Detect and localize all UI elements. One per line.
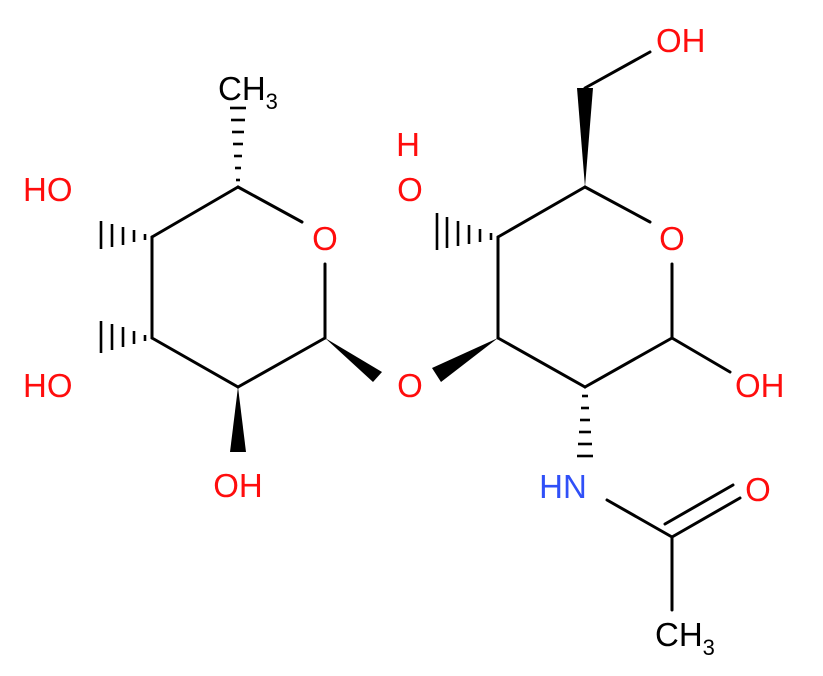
label-amide-nh: HN xyxy=(539,468,587,505)
bond-glc-c6-oh xyxy=(583,50,652,90)
label-hydroxyl-glc-c6: OH xyxy=(656,22,706,59)
label-fucose-ring-oxygen: O xyxy=(312,220,338,257)
label-carbonyl-oxygen: O xyxy=(745,471,771,508)
label-hydroxyl-anomeric: OH xyxy=(735,367,785,404)
hash-bond-fuc-c5-methyl xyxy=(230,106,246,182)
wedge-bond-glc-c3-glycosidic-o xyxy=(432,338,498,382)
glcnac-ring xyxy=(496,185,674,389)
bond-carbonyl-double-2 xyxy=(663,483,735,526)
bond-fuc-c1-c2 xyxy=(236,336,327,389)
bond-glc-c1-oh xyxy=(670,336,732,374)
hash-bond-glc-c2-n xyxy=(577,394,593,458)
hash-bond-fuc-c4-oh xyxy=(99,221,147,249)
label-glcnac-ring-oxygen: O xyxy=(659,220,685,257)
label-glycosidic-oxygen: O xyxy=(397,367,423,404)
hash-bond-glc-c4-oh xyxy=(435,213,493,250)
fucose-ring xyxy=(150,185,327,389)
bond-glc-c4-c5 xyxy=(496,185,587,239)
hash-bond-fuc-c3-oh xyxy=(99,321,147,353)
bond-carbonyl-double-1 xyxy=(670,496,742,539)
bond-glc-c5-o5 xyxy=(583,185,652,224)
wedge-bond-fuc-c1-glycosidic-o xyxy=(325,338,382,382)
label-hydroxyl-fuc-c4: HO xyxy=(23,171,73,208)
wedge-bond-glc-c5-c6 xyxy=(577,88,593,187)
bond-glc-c1-c2 xyxy=(583,336,674,389)
bond-glc-c2-c3 xyxy=(496,336,587,389)
label-acetyl-methyl: CH3 xyxy=(655,616,715,660)
bond-fuc-c5-o5 xyxy=(236,185,304,224)
label-hydroxyl-glc-c4-h: H xyxy=(396,126,420,163)
label-hydroxyl-fuc-c3: HO xyxy=(23,367,73,404)
wedge-bond-fuc-c2-oh xyxy=(230,387,246,452)
label-hydroxyl-fuc-c2: OH xyxy=(213,467,263,504)
bond-fuc-c4-c5 xyxy=(150,185,240,239)
bond-fuc-c2-c3 xyxy=(150,336,240,389)
bond-n-carbonyl-c xyxy=(605,498,674,539)
label-methyl-top: CH3 xyxy=(218,70,278,114)
label-hydroxyl-glc-c4-o: O xyxy=(397,171,423,208)
